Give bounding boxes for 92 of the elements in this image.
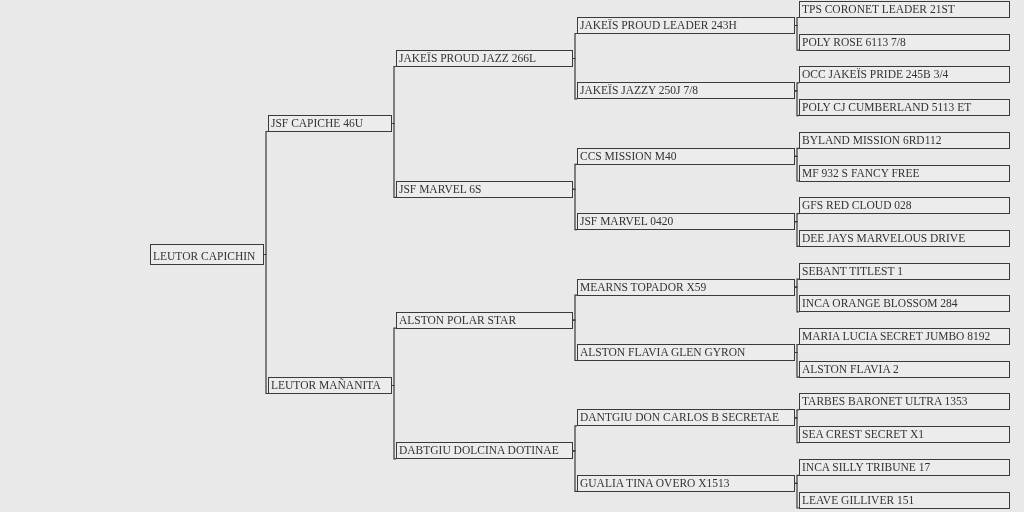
animal-name: BYLAND MISSION 6RD112 (802, 132, 942, 148)
connector-line (263, 253, 269, 395)
animal-name: CCS MISSION M40 (580, 148, 677, 164)
animal-name: LEAVE GILLIVER 151 (802, 492, 915, 508)
connector-line (572, 32, 578, 60)
animal-name: SEBANT TITLEST 1 (802, 263, 903, 279)
pedigree-box (799, 262, 1010, 280)
pedigree-box (268, 377, 392, 394)
connector-line (572, 450, 578, 492)
connector-line (794, 351, 800, 378)
animal-name: TPS CORONET LEADER 21ST (802, 2, 955, 17)
connector-line (794, 82, 800, 92)
pedigree-box (577, 409, 795, 427)
animal-name: GUALIA TINA OVERO X1513 (580, 475, 730, 491)
connector-line (794, 16, 800, 27)
animal-name: ALSTON FLAVIA 2 (802, 361, 899, 377)
animal-name: MEARNS TOPADOR X59 (580, 279, 707, 295)
pedigree-box (577, 213, 795, 231)
animal-name: MARIA LUCIA SECRET JUMBO 8192 (802, 329, 991, 344)
pedigree-box (799, 295, 1010, 313)
pedigree-box (799, 491, 1010, 509)
pedigree-box (577, 474, 795, 492)
pedigree-box (268, 115, 392, 132)
pedigree-box (799, 33, 1010, 51)
animal-name: DEE JAYS MARVELOUS DRIVE (802, 230, 966, 246)
connector-line (572, 57, 578, 100)
connector-line (794, 474, 800, 484)
animal-name: GFS RED CLOUD 028 (802, 198, 912, 214)
animal-name: ALSTON POLAR STAR (399, 312, 517, 328)
connector-line (572, 188, 578, 231)
animal-name: ALSTON FLAVIA GLEN GYRON (580, 345, 746, 360)
pedigree-box (799, 197, 1010, 215)
pedigree-box (799, 99, 1010, 117)
pedigree-box (396, 311, 573, 329)
connector-line (794, 24, 800, 51)
connector-line (794, 417, 800, 444)
connector-line (572, 294, 578, 321)
pedigree-box (396, 442, 573, 460)
animal-name: LEUTOR MAÑANITA (271, 378, 381, 393)
pedigree-box (577, 17, 795, 34)
animal-name: JAKEÏS JAZZY 250J 7/8 (580, 83, 699, 99)
animal-name: MF 932 S FANCY FREE (802, 165, 920, 181)
pedigree-box (799, 393, 1010, 411)
animal-name: INCA ORANGE BLOSSOM 284 (802, 296, 958, 312)
animal-name: POLY ROSE 6113 7/8 (802, 34, 906, 50)
pedigree-box (799, 1, 1010, 18)
connector-line (391, 384, 397, 460)
connector-line (572, 163, 578, 190)
pedigree-box (799, 66, 1010, 84)
animal-name: JSF CAPICHE 46U (271, 116, 364, 131)
animal-name: DABTGIU DOLCINA DOTINAE (399, 443, 559, 459)
animal-name: JSF MARVEL 6S (399, 181, 482, 197)
pedigree-box (799, 328, 1010, 345)
pedigree-box (799, 360, 1010, 378)
animal-name: TARBES BARONET ULTRA 1353 (802, 394, 968, 410)
connector-line (794, 221, 800, 247)
connector-line (794, 278, 800, 288)
connector-line (794, 213, 800, 223)
pedigree-box (150, 244, 264, 265)
pedigree-box (799, 131, 1010, 149)
connector-line (391, 65, 397, 125)
animal-name: JSF MARVEL 0420 (580, 214, 674, 230)
pedigree-box (577, 344, 795, 361)
connector-line (794, 155, 800, 182)
connector-line (391, 327, 397, 387)
pedigree-box (799, 458, 1010, 476)
pedigree-box (799, 164, 1010, 182)
pedigree-box (799, 426, 1010, 444)
pedigree-box (577, 82, 795, 100)
connector-line (572, 319, 578, 362)
animal-name: SEA CREST SECRET X1 (802, 427, 924, 443)
animal-name: POLY CJ CUMBERLAND 5113 ET (802, 100, 972, 116)
connector-line (572, 425, 578, 452)
connector-line (794, 482, 800, 509)
connector-line (794, 286, 800, 313)
connector-line (391, 122, 397, 198)
animal-name: OCC JAKEÏS PRIDE 245B 3/4 (802, 67, 949, 83)
connector-line (263, 130, 269, 256)
pedigree-box (396, 50, 573, 67)
animal-name: INCA SILLY TRIBUNE 17 (802, 459, 931, 475)
animal-name: DANTGIU DON CARLOS B SECRETAE (580, 410, 780, 426)
animal-name: JAKEÏS PROUD JAZZ 266L (399, 51, 537, 66)
pedigree-box (577, 147, 795, 165)
animal-name: LEUTOR CAPICHIN (153, 249, 256, 264)
pedigree-box (799, 229, 1010, 247)
pedigree-box (396, 180, 573, 198)
connector-line (794, 343, 800, 354)
animal-name: JAKEÏS PROUD LEADER 243H (580, 18, 737, 33)
connector-line (794, 147, 800, 157)
connector-line (794, 90, 800, 117)
connector-line (794, 409, 800, 419)
pedigree-box (577, 278, 795, 296)
